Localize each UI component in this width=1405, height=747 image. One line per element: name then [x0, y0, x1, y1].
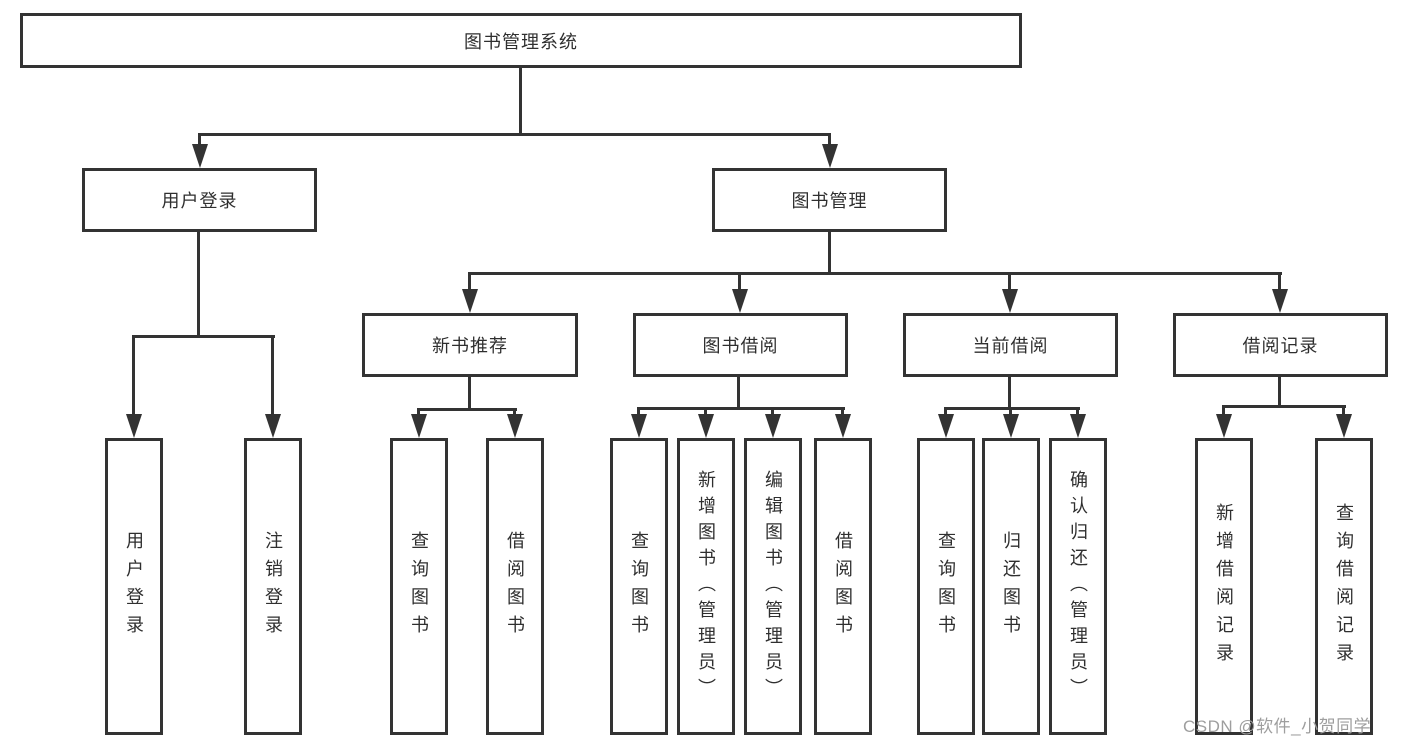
connector-arrow	[1336, 414, 1352, 438]
leaf-label: 借阅图书	[833, 530, 853, 643]
leaf-query-books-current: 查询图书	[917, 438, 975, 735]
connector-line	[1008, 377, 1011, 407]
connector-line	[198, 133, 201, 146]
node-book-management: 图书管理	[712, 168, 947, 232]
node-new-book-recommend: 新书推荐	[362, 313, 578, 377]
leaf-label: 查询借阅记录	[1334, 502, 1354, 671]
leaf-label: 新增借阅记录	[1214, 502, 1234, 671]
connector-line	[1278, 377, 1281, 405]
connector-arrow	[462, 289, 478, 313]
connector-arrow	[822, 144, 838, 168]
node-book-borrowing: 图书借阅	[633, 313, 848, 377]
connector-arrow	[835, 414, 851, 438]
leaf-label: 用户登录	[124, 530, 144, 643]
connector-line	[132, 335, 135, 416]
leaf-label: 编辑图书（管理员）	[763, 469, 783, 704]
connector-line	[944, 407, 947, 416]
connector-line	[468, 377, 471, 408]
leaf-label: 查询图书	[936, 530, 956, 643]
leaf-label: 查询图书	[629, 530, 649, 643]
connector-line	[637, 407, 640, 416]
leaf-return-books: 归还图书	[982, 438, 1040, 735]
connector-line	[944, 407, 1080, 410]
leaf-query-books-recommend: 查询图书	[390, 438, 448, 735]
connector-arrow	[1070, 414, 1086, 438]
leaf-borrow-books-borrowing: 借阅图书	[814, 438, 872, 735]
connector-arrow	[507, 414, 523, 438]
connector-arrow	[411, 414, 427, 438]
leaf-add-books-admin: 新增图书（管理员）	[677, 438, 735, 735]
connector-arrow	[192, 144, 208, 168]
connector-line	[738, 272, 741, 291]
connector-line	[198, 133, 831, 136]
node-user-login: 用户登录	[82, 168, 317, 232]
connector-line	[704, 407, 707, 416]
csdn-watermark: CSDN @软件_小贺同学	[1183, 717, 1372, 736]
connector-line	[771, 407, 774, 416]
connector-line	[417, 408, 420, 416]
connector-arrow	[765, 414, 781, 438]
connector-line	[417, 408, 517, 411]
leaf-logout: 注销登录	[244, 438, 302, 735]
connector-line	[1222, 405, 1225, 416]
node-library-system: 图书管理系统	[20, 13, 1022, 68]
leaf-user-login: 用户登录	[105, 438, 163, 735]
connector-line	[737, 377, 740, 407]
node-borrowing-records: 借阅记录	[1173, 313, 1388, 377]
leaf-label: 注销登录	[263, 530, 283, 643]
leaf-query-books-borrowing: 查询图书	[610, 438, 668, 735]
leaf-label: 归还图书	[1001, 530, 1021, 643]
leaf-query-borrow-record: 查询借阅记录	[1315, 438, 1373, 735]
connector-line	[271, 335, 274, 416]
connector-line	[132, 335, 275, 338]
connector-line	[1278, 272, 1281, 291]
connector-arrow	[631, 414, 647, 438]
leaf-confirm-return-admin: 确认归还（管理员）	[1049, 438, 1107, 735]
connector-line	[197, 232, 200, 335]
leaf-borrow-books-recommend: 借阅图书	[486, 438, 544, 735]
leaf-add-borrow-record: 新增借阅记录	[1195, 438, 1253, 735]
connector-arrow	[1002, 289, 1018, 313]
connector-line	[828, 133, 831, 146]
leaf-label: 查询图书	[409, 530, 429, 643]
connector-line	[468, 272, 471, 291]
node-current-borrowing: 当前借阅	[903, 313, 1118, 377]
connector-line	[1009, 407, 1012, 416]
leaf-label: 确认归还（管理员）	[1068, 469, 1088, 704]
connector-line	[841, 407, 844, 416]
connector-arrow	[1003, 414, 1019, 438]
connector-line	[828, 232, 831, 272]
connector-arrow	[1272, 289, 1288, 313]
connector-line	[637, 407, 845, 410]
connector-arrow	[938, 414, 954, 438]
leaf-label: 借阅图书	[505, 530, 525, 643]
connector-line	[1222, 405, 1346, 408]
connector-line	[1076, 407, 1079, 416]
connector-line	[1008, 272, 1011, 291]
connector-arrow	[265, 414, 281, 438]
connector-arrow	[1216, 414, 1232, 438]
connector-arrow	[732, 289, 748, 313]
leaf-edit-books-admin: 编辑图书（管理员）	[744, 438, 802, 735]
connector-line	[519, 68, 522, 133]
connector-arrow	[698, 414, 714, 438]
leaf-label: 新增图书（管理员）	[696, 469, 716, 704]
connector-arrow	[126, 414, 142, 438]
connector-line	[513, 408, 516, 416]
connector-line	[468, 272, 1282, 275]
connector-line	[1342, 405, 1345, 416]
